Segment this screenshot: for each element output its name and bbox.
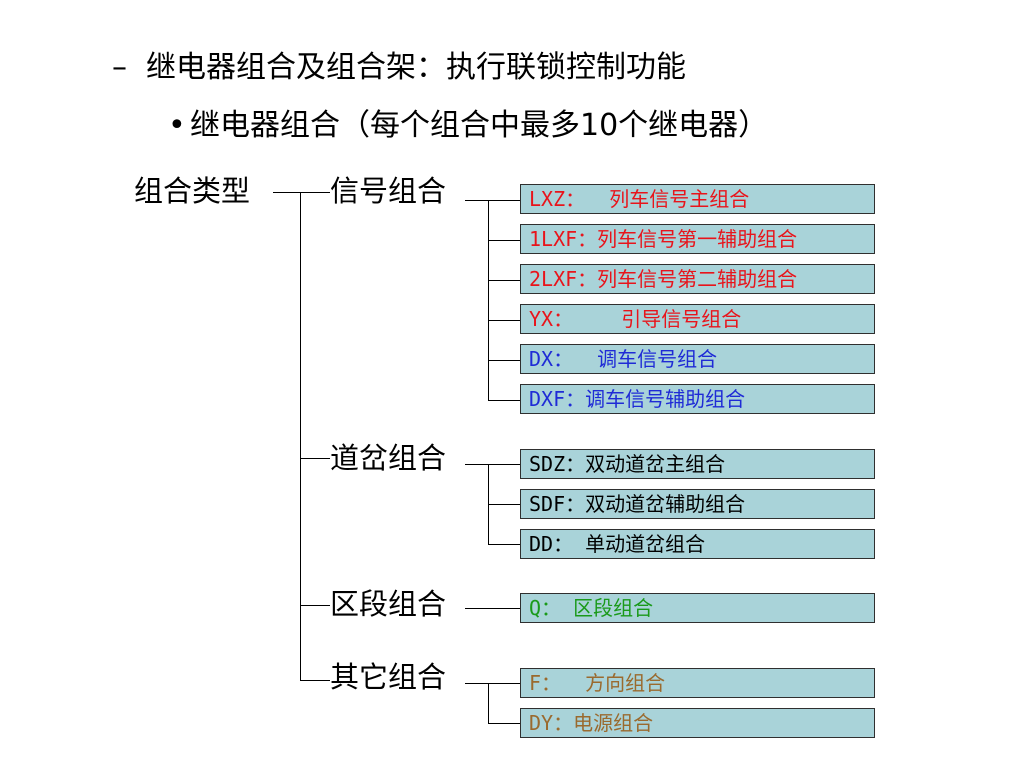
item-box-f: F： 方向组合	[520, 668, 875, 698]
item-connector	[488, 504, 520, 505]
item-box-dd: DD： 单动道岔组合	[520, 529, 875, 559]
item-box-dy: DY：电源组合	[520, 708, 875, 738]
item-connector	[488, 280, 520, 281]
item-box-sdf: SDF：双动道岔辅助组合	[520, 489, 875, 519]
trunk-line	[300, 192, 301, 680]
item-box-dxf: DXF：调车信号辅助组合	[520, 384, 875, 414]
item-box-1lxf: 1LXF：列车信号第一辅助组合	[520, 224, 875, 254]
item-connector	[488, 360, 520, 361]
item-connector	[488, 320, 520, 321]
group-connector	[300, 680, 330, 681]
bullet-icon: •	[168, 108, 186, 143]
item-box-dx: DX： 调车信号组合	[520, 344, 875, 374]
item-connector	[488, 723, 520, 724]
group-label-other: 其它组合	[330, 660, 447, 694]
group-connector	[300, 605, 330, 606]
header-subtitle: 继电器组合（每个组合中最多10个继电器）	[190, 108, 769, 143]
item-spine-line	[488, 200, 489, 400]
root-connector	[273, 192, 330, 193]
group-branch-line	[465, 683, 520, 684]
item-box-sdz: SDZ：双动道岔主组合	[520, 449, 875, 479]
item-connector	[488, 240, 520, 241]
root-label: 组合类型	[134, 174, 251, 208]
item-connector	[488, 544, 520, 545]
group-branch-line	[465, 200, 520, 201]
group-label-section: 区段组合	[330, 587, 447, 621]
item-box-yx: YX： 引导信号组合	[520, 304, 875, 334]
item-box-2lxf: 2LXF：列车信号第二辅助组合	[520, 264, 875, 294]
item-box-q: Q： 区段组合	[520, 593, 875, 623]
group-label-switch: 道岔组合	[330, 441, 447, 475]
item-spine-line	[488, 683, 489, 723]
group-branch-line	[465, 608, 520, 609]
item-box-lxz: LXZ： 列车信号主组合	[520, 184, 875, 214]
header-dash: –	[112, 50, 127, 85]
item-connector	[488, 400, 520, 401]
group-connector	[300, 458, 330, 459]
group-branch-line	[465, 464, 520, 465]
group-label-signal: 信号组合	[330, 174, 447, 208]
header-title: 继电器组合及组合架：执行联锁控制功能	[146, 50, 686, 85]
